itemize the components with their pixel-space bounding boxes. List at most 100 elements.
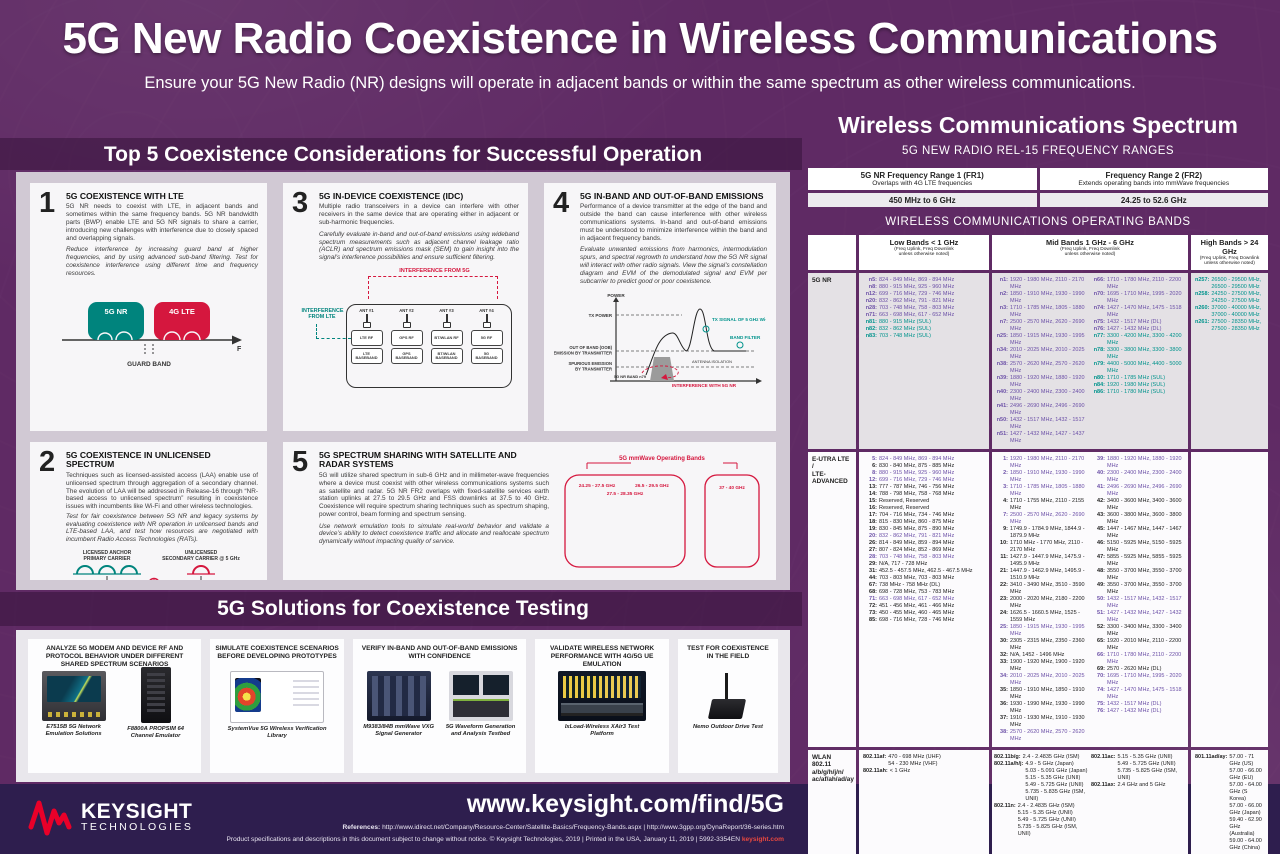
svg-text:EMISSION BY TRANSMITTER: EMISSION BY TRANSMITTER xyxy=(554,351,612,356)
page-title: 5G New Radio Coexistence in Wireless Com… xyxy=(62,14,1218,63)
band-entry: n12:699 - 716 MHz, 729 - 746 MHz xyxy=(865,290,955,297)
band-entry: 19:830 - 845 MHz, 875 - 890 MHz xyxy=(869,525,955,532)
band-entry: 47:5855 - 5925 MHz, 5855 - 5925 MHz xyxy=(1097,553,1182,567)
card-tip: Reduce interference by increasing guard … xyxy=(66,246,258,277)
keysight-logo: KEYSIGHT TECHNOLOGIES xyxy=(28,797,193,837)
card-number: 1 xyxy=(39,187,56,219)
guard-band-diagram: F 5G NR 4G LTE GUARD BAND xyxy=(61,301,242,368)
solution-card-validate: VALIDATE WIRELESS NETWORK PERFORMANCE WI… xyxy=(535,639,669,773)
band-entry: 10:1710 MHz - 1770 MHz, 2110 - 2170 MHz xyxy=(1000,539,1084,553)
solution-card-simulate: SIMULATE COEXISTENCE SCENARIOS BEFORE DE… xyxy=(210,639,344,773)
svg-text:POWER: POWER xyxy=(607,293,625,298)
idc-chain-btwlan: ANT #3 BT/WLAN RF BT/WLAN BASEBAND xyxy=(430,308,464,365)
band-entry: 44:703 - 803 MHz, 703 - 803 MHz xyxy=(869,574,955,581)
band-entry: 69:2570 - 2620 MHz (DL) xyxy=(1097,665,1162,672)
band-entry: n34:2010 - 2025 MHz, 2010 - 2025 MHz xyxy=(996,346,1085,360)
fineprint-line: Product specifications and descriptions … xyxy=(226,836,785,843)
band-entry: 20:832 - 862 MHz, 791 - 821 MHz xyxy=(869,532,955,539)
svg-text:5G mmWave Operating Bands: 5G mmWave Operating Bands xyxy=(619,456,705,462)
solutions-heading: 5G Solutions for Coexistence Testing xyxy=(217,597,589,620)
band-entry: 16:Reserved, Reserved xyxy=(869,504,930,511)
frequency-range-table: 5G NR Frequency Range 1 (FR1) Overlaps w… xyxy=(808,168,1268,207)
product: SystemVue 5G Wireless Verification Libra… xyxy=(227,669,327,740)
carrier-aggregation-diagram: LICENSED ANCHOR PRIMARY CARRIER UNLICENS… xyxy=(72,550,240,580)
band-entry: 802.11n:2.4 - 2.4835 GHz (ISM) 5.15 - 5.… xyxy=(994,802,1078,837)
keysight-url-link[interactable]: www.keysight.com/find/5G xyxy=(466,790,784,818)
card-number: 3 xyxy=(292,187,309,219)
band-entry: 23:2000 - 2020 MHz, 2180 - 2200 MHz xyxy=(1000,595,1085,609)
svg-text:26.5 - 29.5 GHz: 26.5 - 29.5 GHz xyxy=(635,483,669,489)
product: M9383/84B mmWave VXG Signal Generator xyxy=(362,669,436,738)
band-entry: n41:2496 - 2690 MHz, 2496 - 2690 MHz xyxy=(996,402,1085,416)
card-title: 5G COEXISTENCE WITH LTE xyxy=(66,191,184,201)
band-entry: 46:5150 - 5925 MHz, 5150 - 5925 MHz xyxy=(1097,539,1182,553)
band-entry: 41:2496 - 2690 MHz, 2496 - 2690 MHz xyxy=(1097,483,1182,497)
product-caption: F8800A PROPSIM 64 Channel Emulator xyxy=(127,726,184,739)
card-oob-emissions: 4 5G IN-BAND AND OUT-OF-BAND EMISSIONS P… xyxy=(544,183,776,431)
band-entry: n28:703 - 748 MHz, 758 - 803 MHz xyxy=(865,304,955,311)
band-entry: 9:1749.9 - 1784.9 MHz, 1844.9 - 1879.9 M… xyxy=(1003,525,1085,539)
testbed-image xyxy=(448,671,513,721)
product-caption: E7515B 5G Network Emulation Solutions xyxy=(45,724,102,737)
band-entry: n77:3300 - 4200 MHz, 3300 - 4200 MHz xyxy=(1093,332,1182,346)
band-entry: 7:2500 - 2570 MHz, 2620 - 2690 MHz xyxy=(1003,511,1085,525)
band-entry: 17:704 - 716 MHz, 734 - 746 MHz xyxy=(869,511,955,518)
solution-card-verify: VERIFY IN-BAND AND OUT-OF-BAND EMISSIONS… xyxy=(352,639,527,773)
channel-emulator-image xyxy=(140,667,171,723)
nemo-drive-test-image xyxy=(696,671,760,721)
band-entry: 801.11ad/ay:57.00 - 71 GHz (US) 57.00 - … xyxy=(1195,753,1262,851)
svg-text:ANTENNA ISOLATION: ANTENNA ISOLATION xyxy=(692,359,732,364)
card-number: 4 xyxy=(553,187,570,219)
card-title: 5G SPECTRUM SHARING WITH SATELLITE AND R… xyxy=(319,450,517,470)
svg-text:OUT OF BAND (OOB): OUT OF BAND (OOB) xyxy=(569,345,612,350)
keysight-com-link[interactable]: keysight.com xyxy=(741,836,784,843)
band-entry: 36:1930 - 1990 MHz, 1930 - 1990 MHz xyxy=(1000,700,1085,714)
product: E7515B 5G Network Emulation Solutions xyxy=(37,669,111,738)
band-entry: 37:1910 - 1930 MHz, 1910 - 1930 MHz xyxy=(1000,714,1085,728)
emissions-diagram: POWER TX POWER OUT OF BAND (OOB) EMISSIO… xyxy=(554,293,766,388)
svg-text:INTERFERENCE WITH 5G NR: INTERFERENCE WITH 5G NR xyxy=(672,383,737,388)
spectrum-title: Wireless Communications Spectrum xyxy=(838,112,1238,138)
band-entry: 85:698 - 716 MHz, 728 - 746 MHz xyxy=(869,616,955,623)
band-entry: 34:2010 - 2025 MHz, 2010 - 2025 MHz xyxy=(1000,672,1085,686)
product: F8800A PROPSIM 64 Channel Emulator xyxy=(119,667,193,740)
svg-text:BAND FILTER: BAND FILTER xyxy=(730,335,761,340)
band-entry: 6:830 - 840 MHz, 875 - 885 MHz xyxy=(872,462,955,469)
band-entry: n40:2300 - 2400 MHz, 2300 - 2400 MHz xyxy=(996,388,1085,402)
band-entry: 15:Reserved, Reserved xyxy=(869,497,930,504)
product: Nemo Outdoor Drive Test xyxy=(691,669,765,731)
band-entry: 51:1427 - 1432 MHz, 1427 - 1432 MHz xyxy=(1097,609,1182,623)
band-entry: 18:815 - 830 MHz, 860 - 875 MHz xyxy=(869,518,955,525)
band-entry: 48:3550 - 3700 MHz, 3550 - 3700 MHz xyxy=(1097,567,1182,581)
band-entry: 802.11b/g:2.4 - 2.4835 GHz (ISM) xyxy=(994,753,1080,760)
idc-chain-5g: ANT #4 5G RF 5G BASEBAND xyxy=(470,308,504,365)
band-entry: n39:1880 - 1920 MHz, 1880 - 1920 MHz xyxy=(996,374,1085,388)
band-entry: 32:N/A, 1452 - 1496 MHz xyxy=(1000,651,1065,658)
svg-text:24.25 - 27.5 GHz: 24.25 - 27.5 GHz xyxy=(579,483,616,489)
mid-bands-header: Mid Bands 1 GHz - 6 GHz (Freq Uplink, Fr… xyxy=(992,235,1188,270)
product-caption: M9383/84B mmWave VXG Signal Generator xyxy=(363,724,434,737)
band-entry: 21:1447.9 - 1462.9 MHz, 1495.9 - 1510.9 … xyxy=(1000,567,1085,581)
band-entry: 35:1850 - 1910 MHz, 1850 - 1910 MHz xyxy=(1000,686,1085,700)
band-entry: n84:1920 - 1980 MHz (SUL) xyxy=(1093,381,1166,388)
fr1-header: 5G NR Frequency Range 1 (FR1) Overlaps w… xyxy=(808,168,1037,190)
band-entry: 27:807 - 824 MHz, 852 - 869 MHz xyxy=(869,546,955,553)
band-entry: 42:3400 - 3600 MHz, 3400 - 3600 MHz xyxy=(1097,497,1182,511)
card-number: 2 xyxy=(39,446,56,478)
network-emulator-image xyxy=(41,671,106,721)
band-entry: 38:2570 - 2620 MHz, 2570 - 2620 MHz xyxy=(1000,728,1085,742)
references-line: References: http://www.idirect.net/Compa… xyxy=(342,824,785,831)
band-entry: 76:1427 - 1432 MHz (DL) xyxy=(1097,707,1162,714)
svg-text:BY TRANSMITTER: BY TRANSMITTER xyxy=(575,367,612,372)
operating-bands-table: Low Bands < 1 GHz (Freq Uplink, Freq Dow… xyxy=(808,235,1268,854)
band-entry: n86:1710 - 1780 MHz (SUL) xyxy=(1093,388,1166,395)
band-entry: 11:1427.9 - 1447.9 MHz, 1475.9 - 1495.9 … xyxy=(1000,553,1085,567)
band-entry: n66:1710 - 1780 MHz, 2110 - 2200 MHz xyxy=(1093,276,1182,290)
band-entry: 40:2300 - 2400 MHz, 2300 - 2400 MHz xyxy=(1097,469,1182,483)
solutions-heading-band xyxy=(0,592,802,626)
band-entry: n81:880 - 915 MHz (SUL) xyxy=(865,318,931,325)
product-caption: IxLoad-Wireless XAir3 Test Platform xyxy=(564,724,640,737)
band-entry: 70:1695 - 1710 MHz, 1995 - 2020 MHz xyxy=(1097,672,1182,686)
